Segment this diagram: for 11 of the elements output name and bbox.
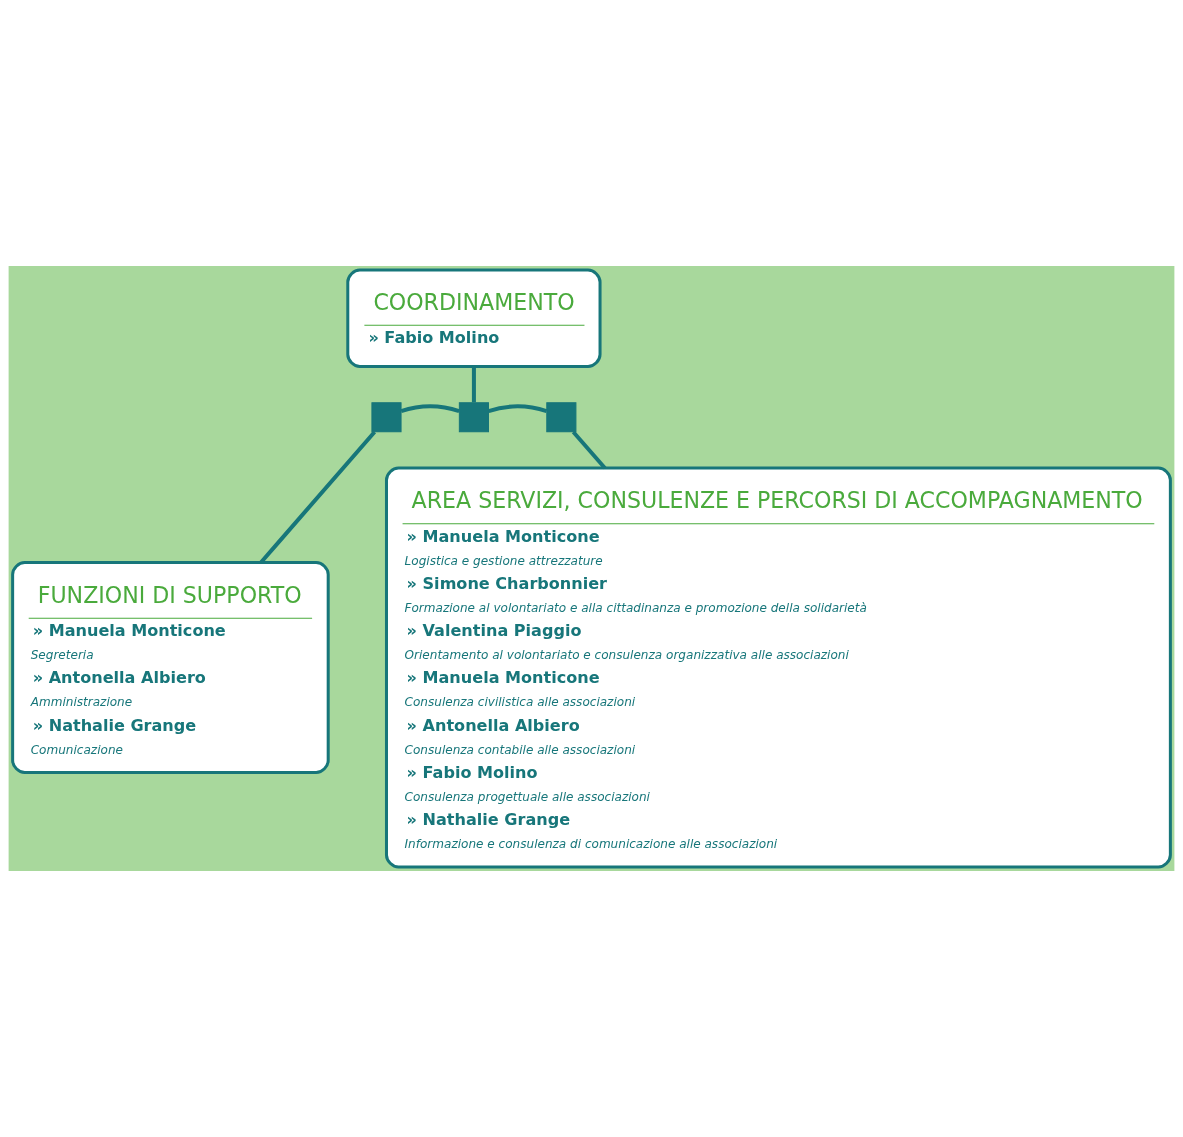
connector xyxy=(571,430,607,470)
connector xyxy=(488,404,548,414)
connector xyxy=(471,366,476,403)
node-box xyxy=(458,402,489,433)
node-box xyxy=(371,402,402,433)
node-box: COORDINAMENTO » Fabio Molino xyxy=(346,268,602,368)
node-box: AREA SERVIZI, CONSULENZE E PERCORSI DI ACCOMPAGNAMENTO » Manuela Monticone Logistica e gestione attrezzature » Simone Charbonnier Formazione al volontariato e alla cittadinanza e promozione della solidarietà » Valentina Piaggio Orientamento al volontariato e consulenza organizzativa alle associazioni » Manuela Monticone Consulenza civilistica alle associazioni » Antonella Albiero Consulenza contabile alle associazioni » Fabio Molino Consulenza progettuale alle associazioni » Nathalie Grange Informazione e consulenza di comunicazione alle associazioni xyxy=(384,466,1172,869)
node-box xyxy=(546,402,577,433)
node-box: FUNZIONI DI SUPPORTO » Manuela Monticone Segreteria » Antonella Albiero Amministrazione » Nathalie Grange Comunicazione xyxy=(11,560,330,774)
connector xyxy=(400,404,460,414)
connector xyxy=(259,430,377,564)
